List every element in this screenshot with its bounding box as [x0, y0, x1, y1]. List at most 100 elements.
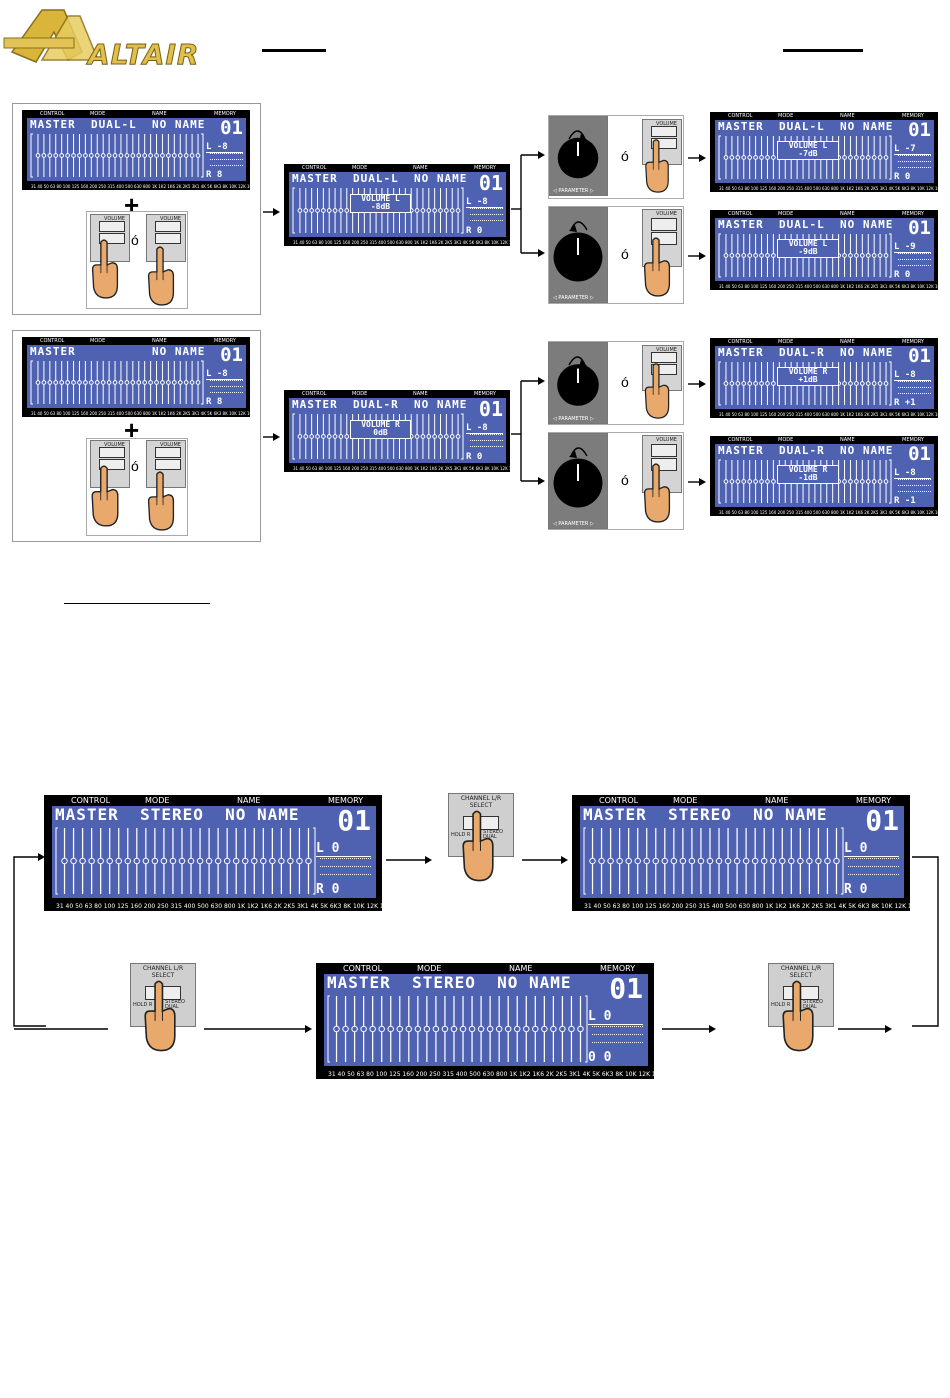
lcd-header-name: NAME — [237, 796, 261, 805]
knob-panel-counter-r[interactable]: ◁ PARAMETER ▷ — [548, 433, 608, 529]
volume-label: VOLUME — [656, 121, 677, 127]
lcd-level-line — [470, 446, 503, 448]
parameter-knob-icon[interactable] — [549, 343, 607, 423]
volume-up-button[interactable] — [651, 352, 677, 363]
volume-up-button[interactable] — [651, 126, 677, 137]
lcd-volume-popup: VOLUME L-7dB — [777, 141, 839, 160]
lcd-top-line: MASTER DUAL-L NO NAME — [30, 118, 206, 131]
lcd-level-line — [898, 259, 931, 261]
lcd-level-line — [210, 392, 243, 394]
volume-down-button[interactable] — [651, 364, 677, 375]
parameter-knob-icon[interactable] — [549, 208, 607, 302]
finger-icon — [88, 464, 122, 533]
popup-title: VOLUME R — [788, 367, 828, 376]
loop-arrow-right-icon — [912, 852, 942, 1037]
lcd-eq-faders — [30, 360, 204, 405]
lcd-header-memory: MEMORY — [328, 796, 364, 805]
finger-icon — [456, 809, 500, 888]
lcd-channel-l: L -8 — [206, 369, 243, 380]
lcd-header-memory: MEMORY — [902, 211, 924, 217]
lcd-level-line — [898, 381, 931, 383]
lcd-header-memory: MEMORY — [474, 165, 496, 171]
volume-label: VOLUME — [104, 216, 125, 222]
parameter-label: ◁ PARAMETER ▷ — [553, 416, 594, 422]
finger-icon — [776, 979, 820, 1058]
popup-title: VOLUME R — [788, 465, 828, 474]
lcd-top-line: MASTER DUAL-L NO NAME — [292, 172, 468, 185]
lcd-level-line — [898, 491, 931, 493]
volume-up-button[interactable] — [99, 221, 125, 232]
lcd-header-name: NAME — [152, 338, 167, 344]
lcd-header-control: CONTROL — [302, 165, 327, 171]
logo-text: ALTAIR — [87, 38, 200, 72]
lcd-top-line: MASTER DUAL-R NO NAME — [718, 346, 894, 359]
volume-panel-up-r[interactable]: VOLUME — [642, 345, 682, 391]
lcd-header-name: NAME — [840, 437, 855, 443]
lcd-channel-r: R 0 — [894, 172, 911, 182]
lcd-frequency-scale: 31 40 50 63 80 100 125 160 200 250 315 4… — [328, 1071, 654, 1078]
volume-down-button[interactable] — [99, 459, 125, 470]
volume-down-button[interactable] — [155, 233, 181, 244]
parameter-knob-icon[interactable] — [549, 117, 607, 195]
volume-down-button[interactable] — [651, 138, 677, 149]
volume-panel-up-l[interactable]: VOLUME — [642, 119, 682, 165]
volume-up-button[interactable] — [155, 447, 181, 458]
volume-label: VOLUME — [656, 437, 677, 443]
lcd-level-line — [470, 434, 503, 436]
lcd-header-mode: MODE — [417, 964, 442, 973]
lcd-level-line — [210, 380, 243, 382]
arrow-right-icon — [386, 852, 432, 870]
volume-panel-down-r-start[interactable]: VOLUME — [146, 440, 186, 488]
lcd-header-control: CONTROL — [728, 113, 753, 119]
volume-up-button[interactable] — [99, 447, 125, 458]
lcd-channel-l: L -7 — [894, 144, 931, 155]
lcd-header-mode: MODE — [352, 391, 368, 397]
lcd-channel-r: 0 0 — [588, 1050, 612, 1065]
lcd-header-memory: MEMORY — [856, 796, 892, 805]
lcd-header-control: CONTROL — [343, 964, 383, 973]
lcd-frequency-scale: 31 40 50 63 80 100 125 160 200 250 315 4… — [719, 510, 938, 515]
volume-panel-up-r-start[interactable]: VOLUME — [90, 440, 130, 488]
lcd-channel-r: R -1 — [894, 496, 916, 506]
lcd-top-line: MASTER STEREO NO NAME — [327, 974, 572, 992]
lcd-header-control: CONTROL — [728, 339, 753, 345]
volume-label: VOLUME — [656, 211, 677, 217]
parameter-knob-icon[interactable] — [549, 434, 607, 528]
lcd-header-name: NAME — [152, 111, 167, 117]
volume-up-button[interactable] — [651, 444, 677, 457]
knob-panel-counter-l[interactable]: ◁ PARAMETER ▷ — [548, 207, 608, 303]
lcd-volume-popup: VOLUME L-9dB — [777, 239, 839, 258]
lcd-eq-faders — [30, 133, 204, 178]
volume-down-button[interactable] — [155, 459, 181, 470]
lcd-level-line — [898, 393, 931, 395]
lcd-volume-popup: VOLUME R+1dB — [777, 367, 839, 386]
arrow-right-icon — [838, 1021, 892, 1039]
volume-panel-down[interactable]: VOLUME — [146, 214, 186, 262]
lcd-eq-faders — [583, 827, 844, 895]
arrow-right-icon — [688, 248, 706, 266]
lcd-header-control: CONTROL — [302, 391, 327, 397]
finger-icon — [640, 462, 674, 529]
knob-panel-clockwise-r[interactable]: ◁ PARAMETER ▷ — [548, 342, 608, 424]
knob-panel-clockwise-l[interactable]: ◁ PARAMETER ▷ — [548, 116, 608, 196]
lcd-header-mode: MODE — [90, 338, 106, 344]
lcd-volume-popup: VOLUME L-8dB — [350, 194, 411, 213]
channel-select-label: CHANNEL L/R SELECT — [142, 965, 184, 979]
lcd-level-line — [592, 1034, 643, 1036]
finger-press-down-icon — [144, 245, 178, 312]
volume-panel-up[interactable]: VOLUME — [90, 214, 130, 262]
volume-down-button[interactable] — [99, 233, 125, 244]
volume-up-button[interactable] — [155, 221, 181, 232]
volume-up-button[interactable] — [651, 218, 677, 231]
lcd-frequency-scale: 31 40 50 63 80 100 125 160 200 250 315 4… — [584, 903, 910, 910]
lcd-volume-popup: VOLUME R-1dB — [777, 465, 839, 484]
